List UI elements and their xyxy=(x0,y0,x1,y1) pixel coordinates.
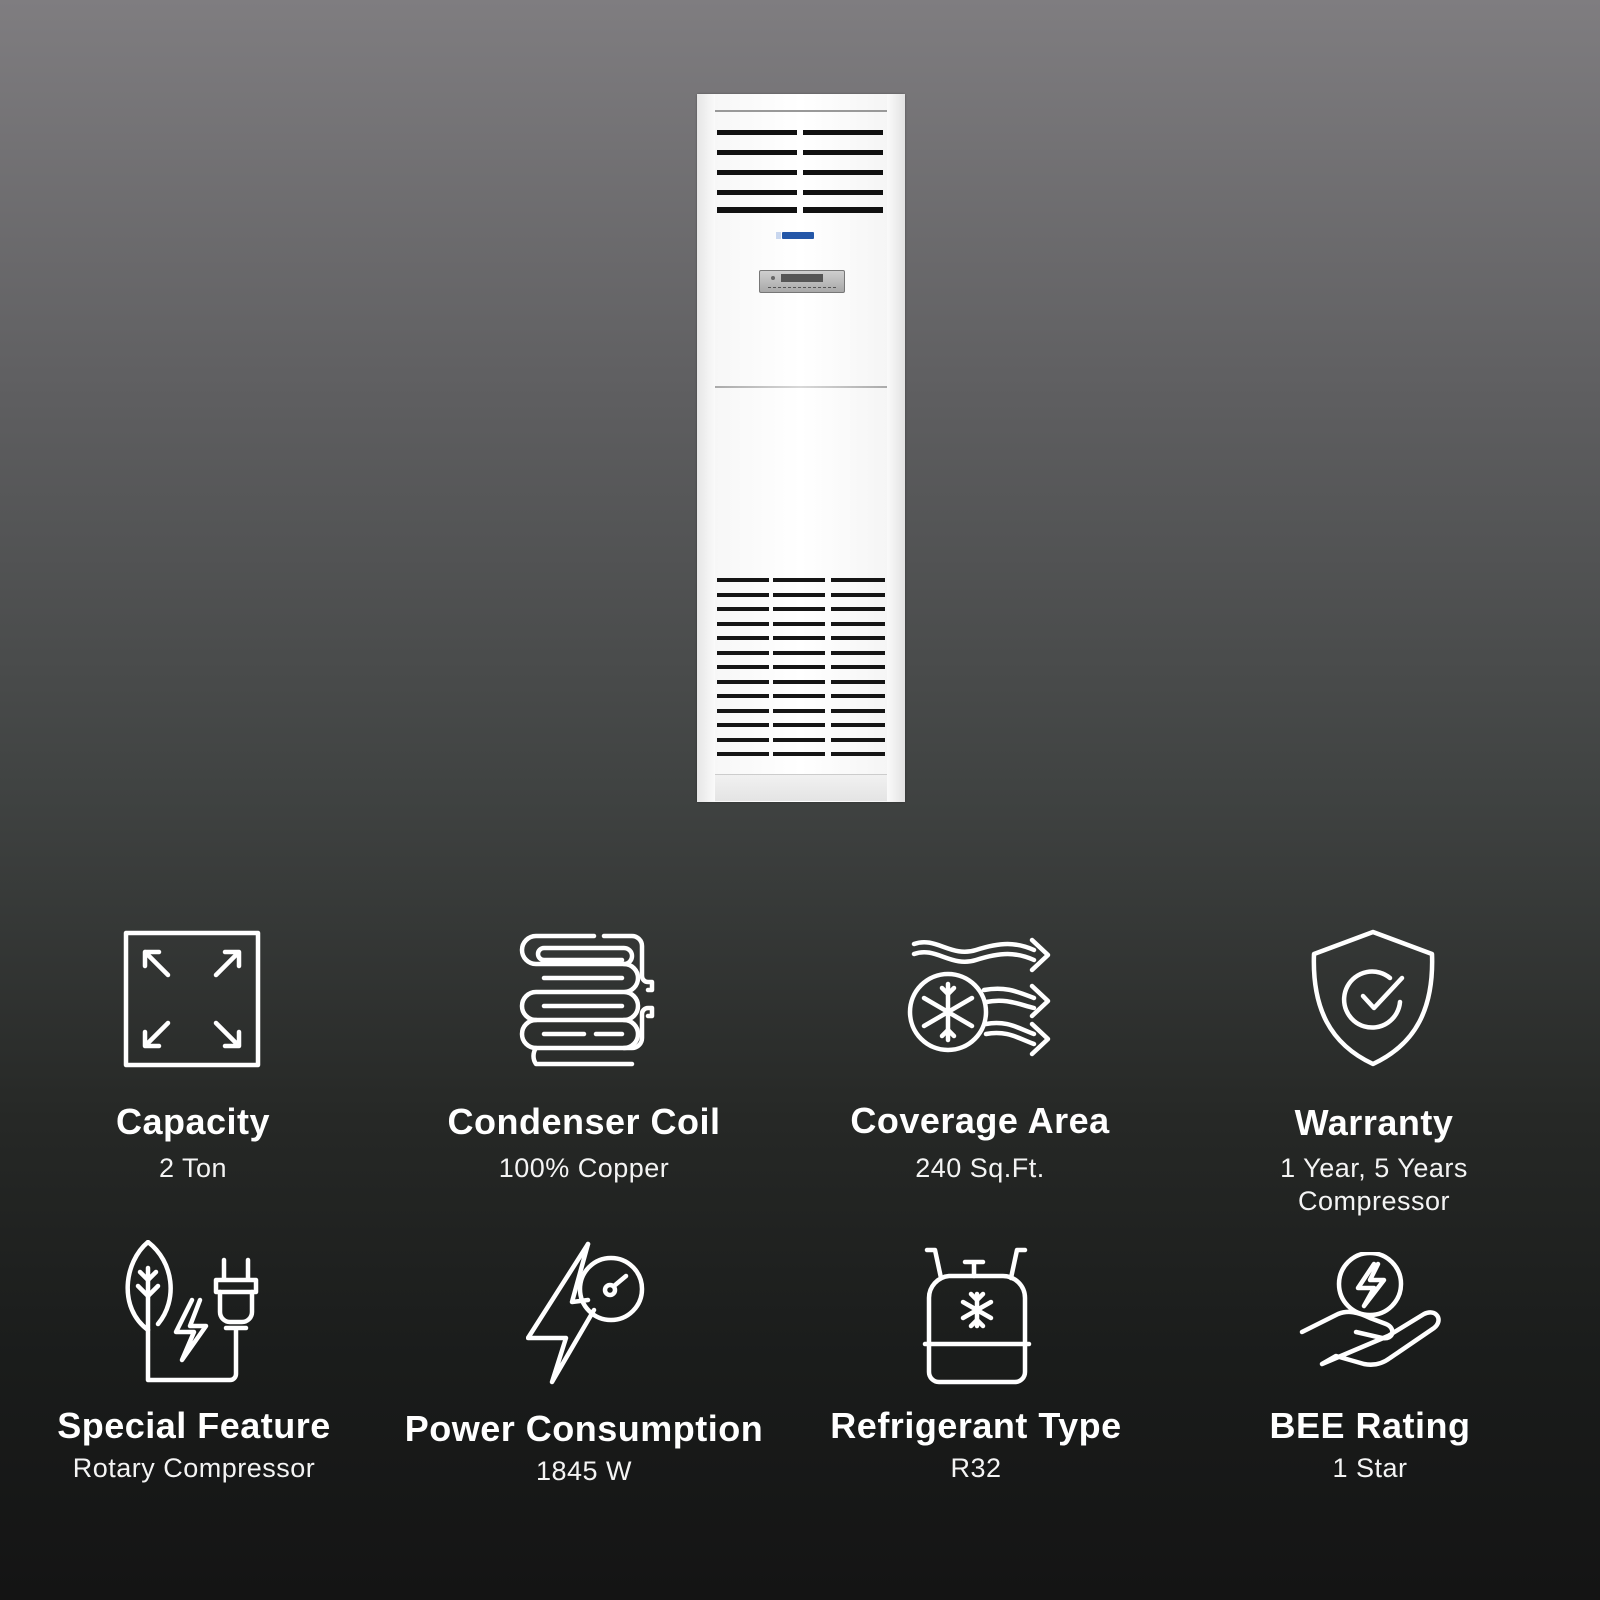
feature-value: 1845 W xyxy=(535,1456,633,1486)
ac-unit-body xyxy=(697,94,905,802)
copper-coil-icon xyxy=(514,928,659,1068)
ac-display-screen xyxy=(781,274,823,282)
feature-value: 240 Sq.Ft. xyxy=(915,1153,1045,1183)
shield-check-icon xyxy=(1308,928,1438,1068)
feature-label: Coverage Area xyxy=(850,1100,1110,1141)
ac-bottom-grille xyxy=(715,574,887,774)
ac-base xyxy=(715,774,887,801)
feature-label: Refrigerant Type xyxy=(830,1405,1122,1446)
power-indicator xyxy=(771,276,775,280)
feature-value: 1 Year, 5 Years Compressor xyxy=(1280,1153,1468,1216)
hand-energy-icon xyxy=(1298,1252,1444,1382)
snowflake-airflow-icon xyxy=(906,936,1056,1066)
feature-label: Warranty xyxy=(1294,1102,1454,1143)
brand-logo-badge xyxy=(776,232,814,239)
feature-coverage-area: Coverage Area 240 Sq.Ft. xyxy=(780,920,1180,1183)
ac-panel-divider xyxy=(715,386,887,388)
feature-value: 1 Star xyxy=(1332,1453,1408,1483)
feature-special-feature: Special Feature Rotary Compressor xyxy=(0,1240,394,1483)
ac-side-panel-right xyxy=(887,94,905,802)
feature-value: R32 xyxy=(950,1453,1002,1483)
refrigerant-cylinder-icon xyxy=(921,1244,1033,1386)
feature-label: Condenser Coil xyxy=(447,1101,721,1142)
feature-value: 2 Ton xyxy=(158,1153,228,1183)
feature-power-consumption: Power Consumption 1845 W xyxy=(384,1240,784,1486)
feature-warranty: Warranty 1 Year, 5 Years Compressor xyxy=(1174,920,1574,1220)
feature-label: Power Consumption xyxy=(404,1408,764,1449)
feature-value: Rotary Compressor xyxy=(72,1453,316,1483)
ac-top-louvers xyxy=(715,110,887,213)
feature-bee-rating: BEE Rating 1 Star xyxy=(1170,1240,1570,1483)
lightning-meter-icon xyxy=(526,1240,646,1386)
leaf-plug-icon xyxy=(120,1240,266,1386)
feature-condenser-coil: Condenser Coil 100% Copper xyxy=(384,920,784,1183)
expand-arrows-icon xyxy=(123,930,261,1068)
feature-label: Special Feature xyxy=(57,1405,331,1446)
ac-side-panel-left xyxy=(697,94,715,802)
feature-label: BEE Rating xyxy=(1269,1405,1471,1446)
feature-label: Capacity xyxy=(115,1101,271,1142)
feature-refrigerant-type: Refrigerant Type R32 xyxy=(776,1240,1176,1483)
ac-control-panel xyxy=(759,270,845,293)
product-image-tower-ac xyxy=(697,94,905,802)
feature-capacity: Capacity 2 Ton xyxy=(0,920,393,1183)
feature-value: 100% Copper xyxy=(498,1153,670,1183)
